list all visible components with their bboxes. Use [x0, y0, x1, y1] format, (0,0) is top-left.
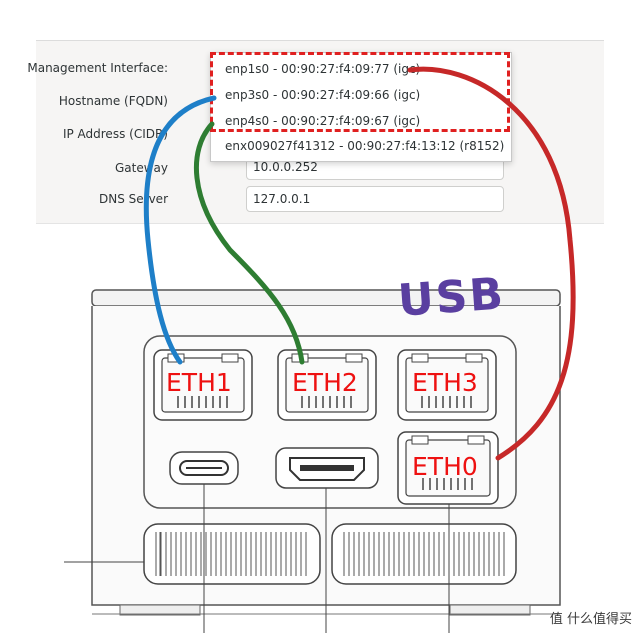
usb-c-port [169, 451, 239, 485]
watermark: 值 什么值得买 [550, 608, 632, 627]
interface-option-enp1s0[interactable]: enp1s0 - 00:90:27:f4:09:77 (igc) [225, 62, 421, 76]
eth2-port [277, 349, 377, 421]
interface-option-enx009027f41312[interactable]: enx009027f41312 - 00:90:27:f4:13:12 (r81… [225, 139, 505, 153]
interface-option-enp3s0[interactable]: enp3s0 - 00:90:27:f4:09:66 (igc) [225, 88, 421, 102]
eth1-port [153, 349, 253, 421]
hostname-label: Hostname (FQDN) [58, 94, 168, 108]
eth2-label: ETH2 [292, 368, 358, 397]
eth3-label: ETH3 [412, 368, 478, 397]
hdmi-port [275, 447, 379, 489]
eth1-label: ETH1 [166, 368, 232, 397]
management-interface-label: Management Interface: [27, 61, 168, 75]
eth0-label: ETH0 [412, 452, 478, 481]
left-vent [143, 523, 321, 585]
usb-annotation: USB [396, 268, 507, 327]
highlight-dashed-box [210, 52, 510, 132]
zhi-logo-icon: 值 什么值得买 [549, 612, 632, 627]
ip-address-label: IP Address (CIDR) [62, 127, 168, 141]
